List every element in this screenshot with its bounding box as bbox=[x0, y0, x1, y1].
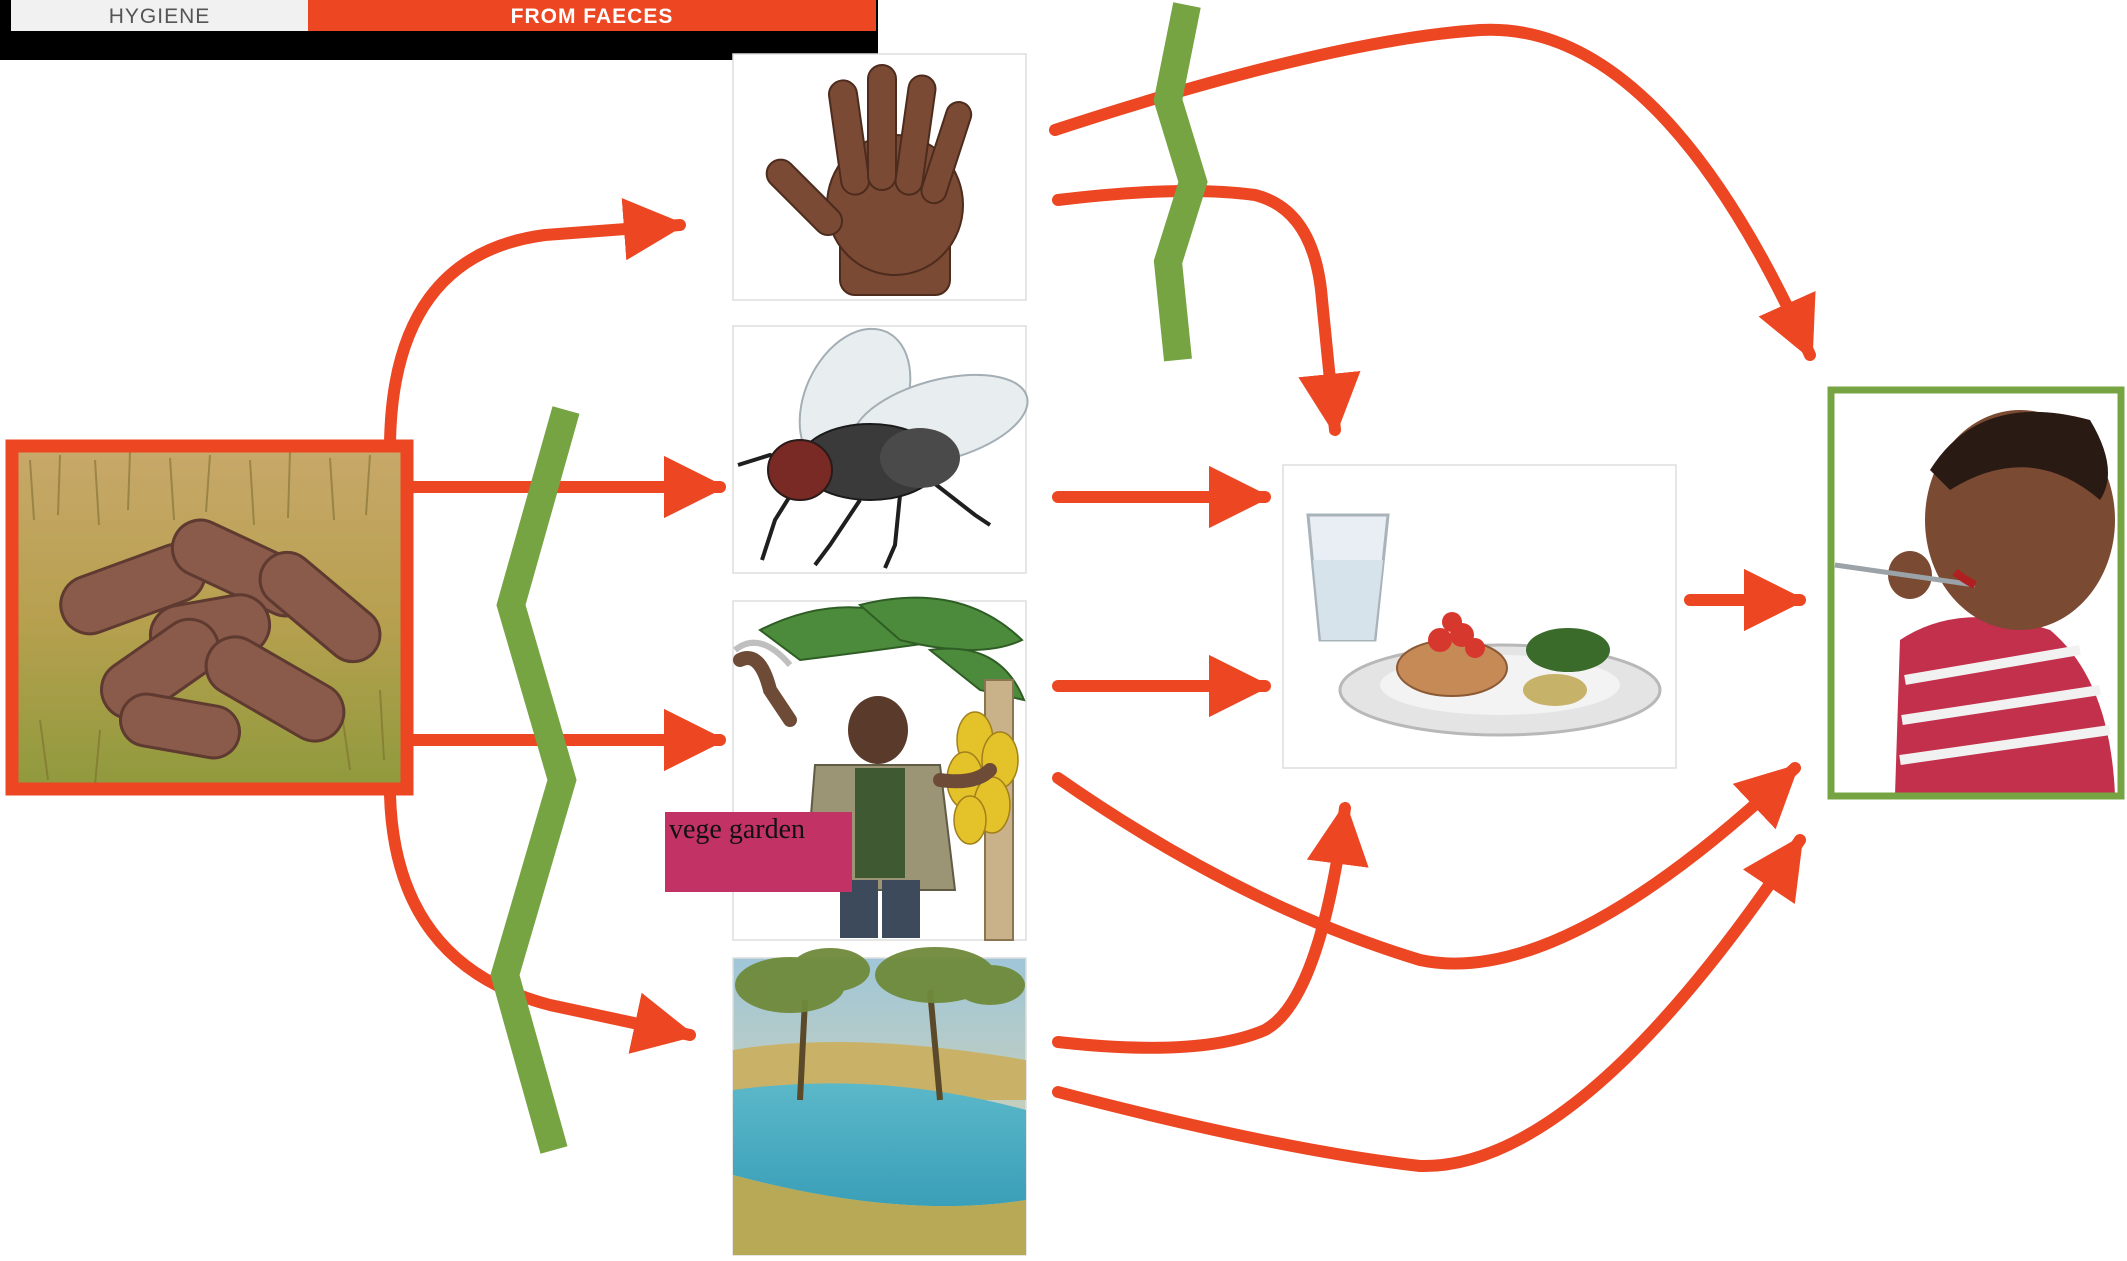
arrow-faeces-to-hand bbox=[390, 225, 680, 445]
arrow-hand-to-food bbox=[1058, 191, 1335, 430]
hand-image bbox=[733, 54, 1026, 300]
arrow-water-to-child bbox=[1058, 840, 1800, 1166]
arrow-fields-to-child bbox=[1058, 768, 1795, 964]
river-image bbox=[733, 947, 1026, 1255]
faeces-image bbox=[12, 446, 407, 789]
arrow-water-to-food bbox=[1058, 808, 1345, 1048]
barrier-hygiene bbox=[1168, 5, 1193, 360]
barrier-sanitation bbox=[505, 410, 566, 1150]
vege-garden-label: vege garden bbox=[665, 812, 852, 892]
child-eating-image bbox=[1831, 390, 2121, 796]
food-plate-image bbox=[1283, 465, 1676, 768]
fly-image bbox=[733, 311, 1037, 573]
